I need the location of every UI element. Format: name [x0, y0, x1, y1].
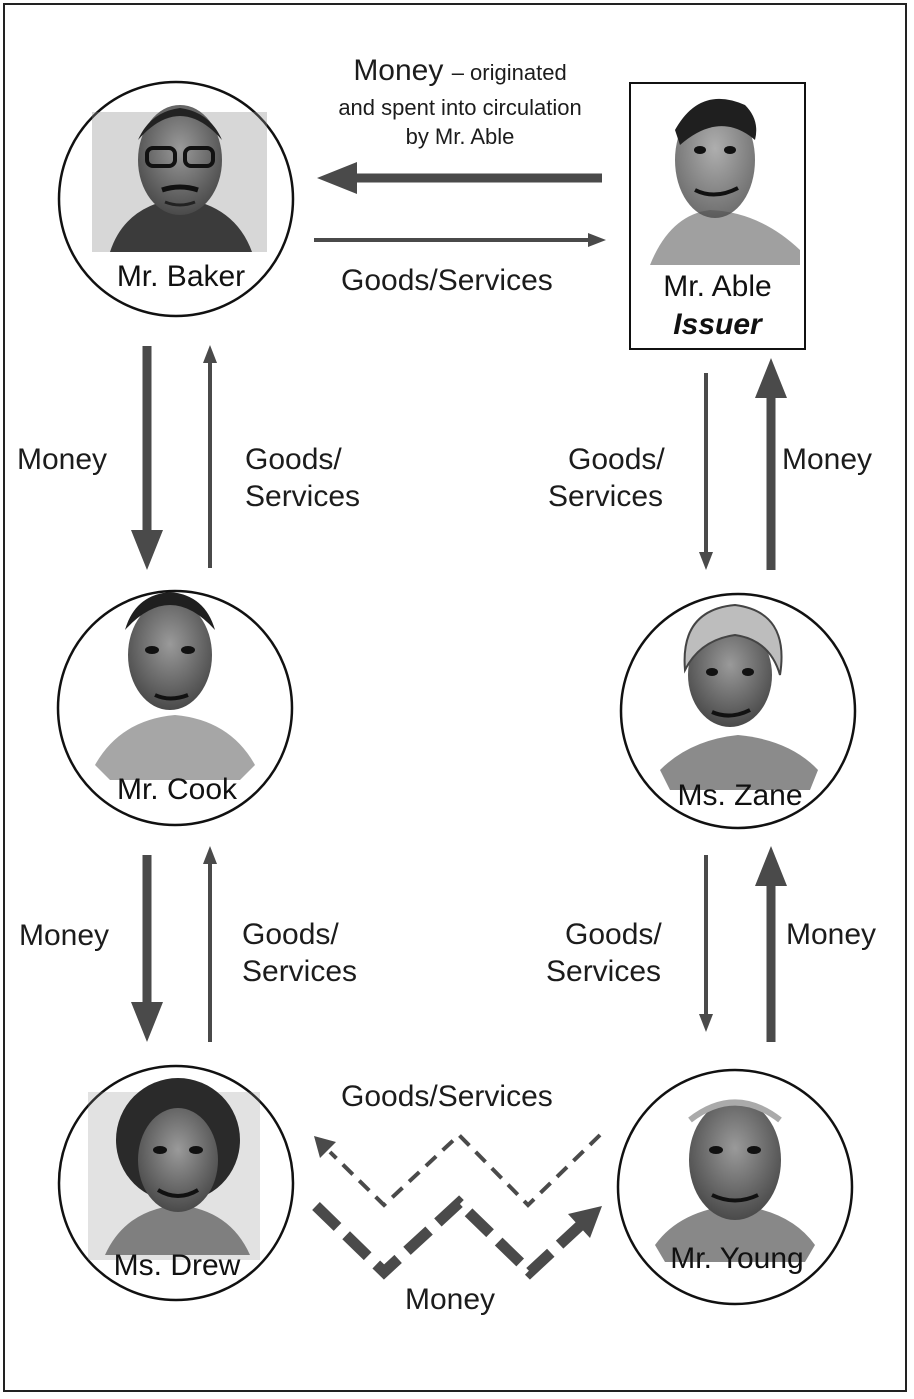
arrows-layer — [131, 162, 787, 1280]
bottom-money-label: Money — [405, 1283, 496, 1316]
cook-name: Mr. Cook — [116, 773, 238, 806]
top-money-note-2: and spent into circulation — [338, 95, 582, 120]
left-goods-label-2b: Services — [242, 955, 358, 988]
woman-curly-hair-portrait — [88, 1078, 260, 1260]
top-money-word: Money — [353, 54, 444, 87]
left-goods-arrow-2-head — [203, 846, 217, 864]
top-money-caption: Money – originated — [315, 54, 605, 88]
bottom-goods-label: Goods/Services — [341, 1080, 553, 1113]
right-money-label-1: Money — [782, 443, 873, 476]
right-goods-arrow-1-head — [699, 552, 713, 570]
top-goods-arrow-head — [588, 233, 606, 247]
able-role: Issuer — [673, 308, 762, 341]
young-man-portrait — [95, 592, 255, 780]
able-name: Mr. Able — [663, 270, 772, 303]
man-with-glasses-portrait — [92, 105, 267, 252]
zane-name: Ms. Zane — [677, 779, 803, 812]
left-goods-arrow-1-head — [203, 345, 217, 363]
young-name: Mr. Young — [670, 1242, 804, 1275]
right-goods-label-2a: Goods/ — [565, 918, 662, 951]
right-money-arrow-1-head — [755, 358, 787, 398]
bottom-goods-path — [328, 1132, 602, 1208]
right-goods-label-1b: Services — [548, 480, 664, 513]
left-goods-label-1a: Goods/ — [245, 443, 342, 476]
bottom-goods-arrow-head — [314, 1136, 336, 1158]
drew-name: Ms. Drew — [113, 1249, 241, 1282]
right-goods-label-2b: Services — [546, 955, 662, 988]
bottom-money-path — [312, 1195, 588, 1280]
top-money-note-3: by Mr. Able — [405, 124, 515, 149]
left-goods-label-2a: Goods/ — [242, 918, 339, 951]
left-money-arrow-2-head — [131, 1002, 163, 1042]
right-money-label-2: Money — [786, 918, 877, 951]
left-money-arrow-1-head — [131, 530, 163, 570]
right-money-arrow-2-head — [755, 846, 787, 886]
woman-short-hair-portrait — [660, 603, 818, 790]
top-goods-label: Goods/Services — [341, 264, 553, 297]
right-goods-label-1a: Goods/ — [568, 443, 665, 476]
left-goods-label-1b: Services — [245, 480, 361, 513]
right-goods-arrow-2-head — [699, 1014, 713, 1032]
diagram-frame — [3, 3, 907, 1392]
smiling-man-portrait — [650, 98, 800, 265]
baker-name: Mr. Baker — [116, 260, 246, 293]
top-money-note-1: – originated — [451, 60, 567, 85]
left-money-label-1: Money — [17, 443, 108, 476]
top-money-arrow-head — [317, 162, 357, 194]
left-money-label-2: Money — [19, 919, 110, 952]
bottom-money-arrow-head — [568, 1206, 602, 1238]
older-man-portrait — [655, 1099, 815, 1262]
